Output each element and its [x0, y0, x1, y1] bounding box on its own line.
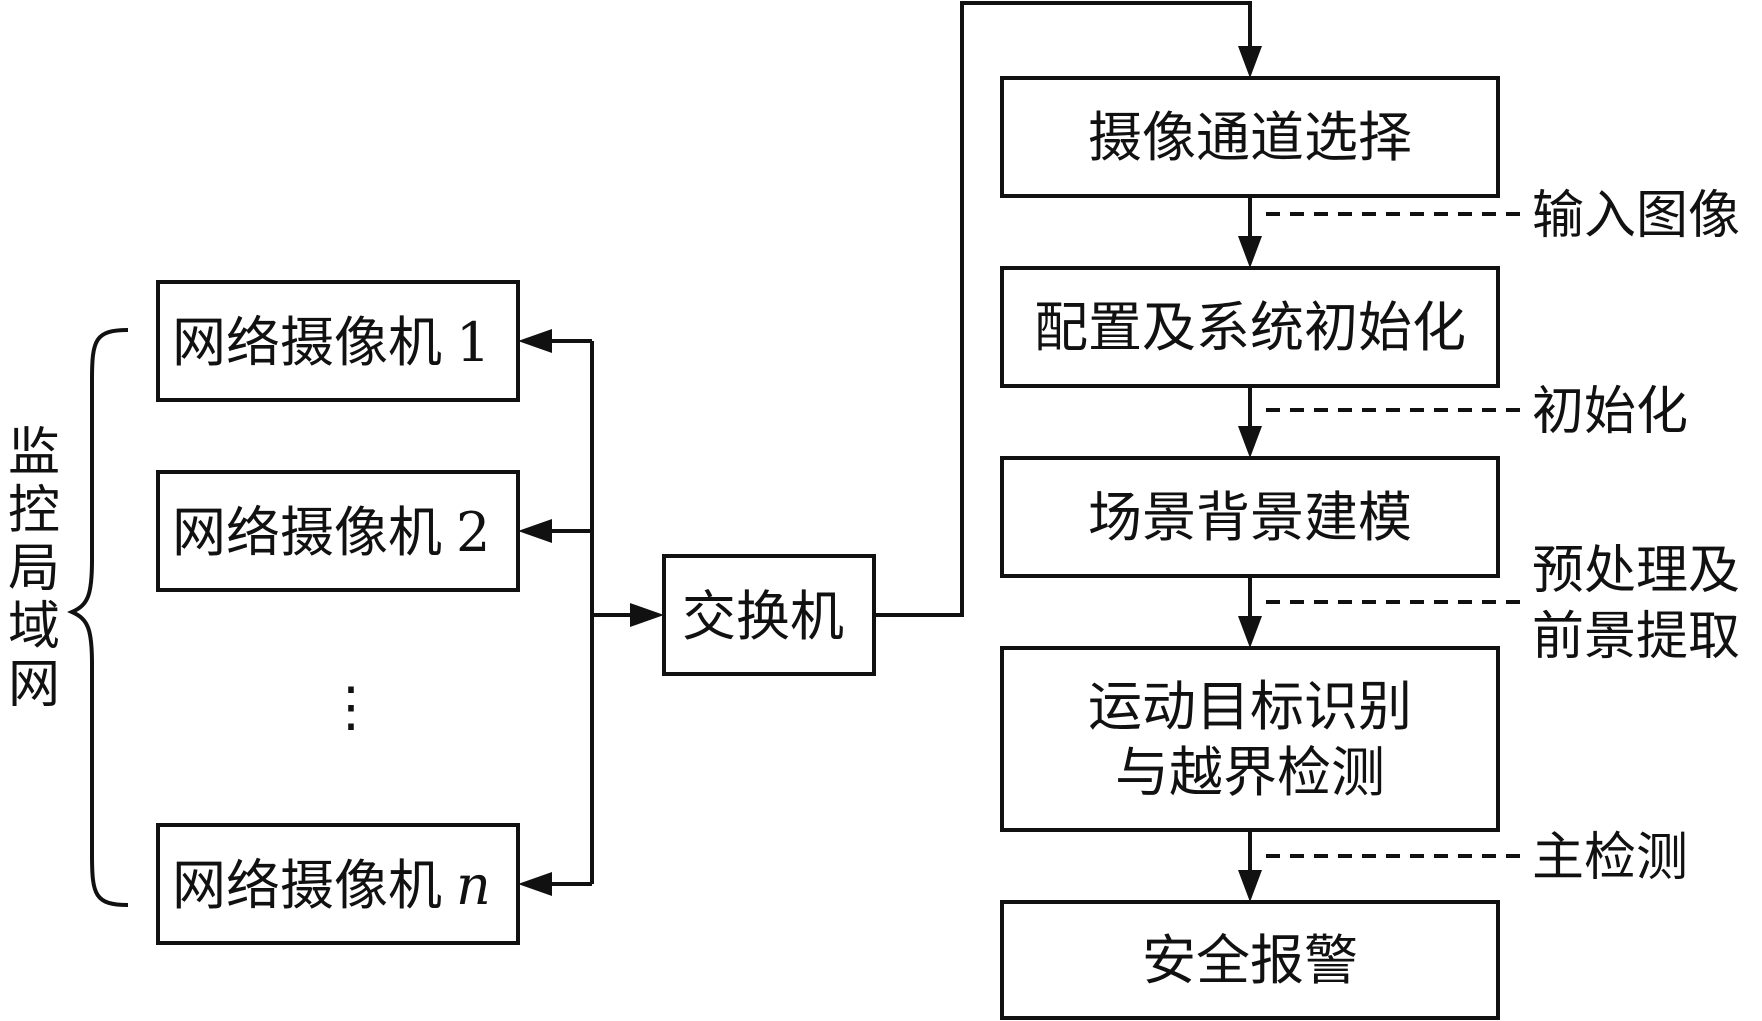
arrow-into-channel-select — [1238, 46, 1262, 78]
note-initialization: 初始化 — [1532, 382, 1688, 442]
camera-2-name: 网络摄像机 — [172, 501, 442, 564]
camera-n-suffix: n — [456, 854, 491, 917]
camera-n-name: 网络摄像机 — [172, 854, 442, 917]
stage-note-line: 主检测 — [1532, 828, 1688, 888]
network-label-char: 控 — [8, 481, 60, 541]
arrow-to-camera-1 — [518, 329, 552, 353]
step-background-model-box[interactable] — [1000, 456, 1500, 578]
switch-to-flow-connector — [874, 1, 1252, 617]
flow-arrow-4 — [1238, 870, 1262, 902]
camera-box-1[interactable] — [156, 280, 520, 402]
stage-note-line: 初始化 — [1532, 382, 1688, 442]
flow-arrow-1 — [1238, 236, 1262, 268]
flow-step-label-line: 与越界检测 — [1115, 741, 1385, 804]
stage-note-line: 输入图像 — [1532, 186, 1740, 246]
arrow-to-camera-n — [518, 872, 552, 896]
camera-1-suffix: 1 — [456, 311, 490, 374]
camera-2-suffix: 2 — [456, 501, 490, 564]
network-label-char: 监 — [8, 423, 60, 483]
step-config-init-label: 配置及系统初始化 — [1034, 296, 1466, 359]
arrow-to-camera-2 — [518, 519, 552, 543]
stage-note-line: 前景提取 — [1532, 607, 1740, 667]
camera-box-n[interactable] — [156, 823, 520, 945]
flow-step-label-line: 场景背景建模 — [1088, 486, 1412, 549]
flow-step-label-line: 运动目标识别 — [1088, 675, 1412, 738]
flow-step-label-line: 配置及系统初始化 — [1034, 296, 1466, 359]
note-main-detection: 主检测 — [1532, 828, 1688, 888]
step-security-alarm-label: 安全报警 — [1142, 929, 1358, 992]
switch-box[interactable] — [662, 554, 876, 676]
network-label-char: 网 — [8, 655, 60, 715]
network-label-char: 域 — [8, 597, 60, 657]
step-channel-select-box[interactable] — [1000, 76, 1500, 198]
stage-note-line: 预处理及 — [1532, 541, 1740, 601]
flow-step-label-line: 摄像通道选择 — [1088, 106, 1412, 169]
flow-step-label-line: 安全报警 — [1142, 929, 1358, 992]
flow-arrow-3 — [1238, 616, 1262, 648]
step-security-alarm-box[interactable] — [1000, 900, 1500, 1020]
note-input-image: 输入图像 — [1532, 186, 1740, 246]
arrow-to-switch — [630, 603, 664, 627]
step-background-model-label: 场景背景建模 — [1088, 486, 1412, 549]
network-label-char: 局 — [8, 539, 60, 599]
network-brace — [67, 328, 129, 907]
flow-arrow-2 — [1238, 426, 1262, 458]
camera-1-name: 网络摄像机 — [172, 311, 442, 374]
switch-label: 交换机 — [682, 585, 844, 648]
camera-ellipsis: ⋮ — [324, 675, 378, 738]
step-target-detect-box[interactable] — [1000, 646, 1500, 832]
step-channel-select-label: 摄像通道选择 — [1088, 106, 1412, 169]
